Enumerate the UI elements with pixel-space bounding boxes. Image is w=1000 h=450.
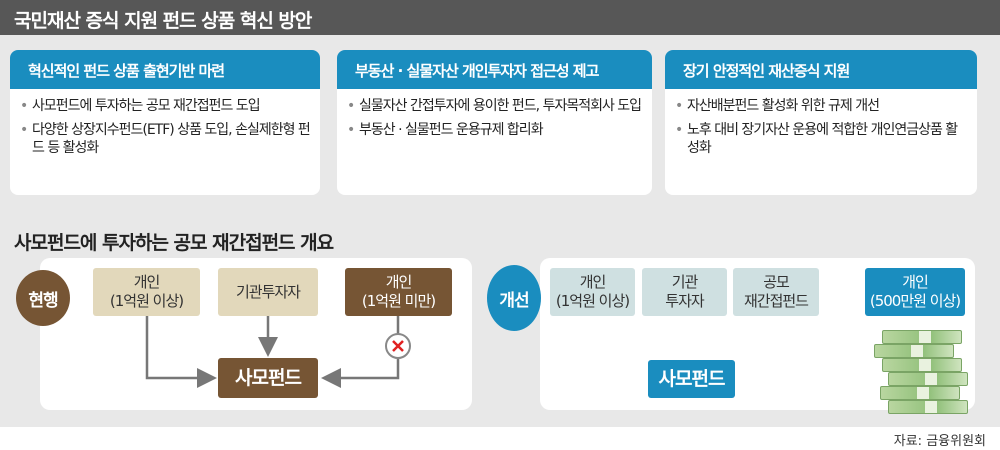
box-sublabel: (1억원 이상) <box>555 292 630 310</box>
box-label: 기관 <box>671 273 699 291</box>
box-sublabel: (500만원 이상) <box>869 292 961 310</box>
box-sublabel: (1억원 이상) <box>109 292 184 310</box>
individual-over-5m-box: 개인(500만원 이상) <box>865 268 965 316</box>
private-fund-box: 사모펀드 <box>648 360 735 398</box>
card-long-term-wealth: 장기 안정적인 재산증식 지원 자산배분펀드 활성화 위한 규제 개선 노후 대… <box>665 50 977 195</box>
box-sublabel: (1억원 미만) <box>361 292 436 310</box>
card-real-asset-access: 부동산 · 실물자산 개인투자자 접근성 제고 실물자산 간접투자에 용이한 펀… <box>337 50 652 195</box>
box-label: 개인 <box>579 273 607 291</box>
improved-label: 개선 <box>487 265 541 331</box>
list-item: 노후 대비 장기자산 운용에 적합한 개인연금상품 활성화 <box>675 121 967 157</box>
list-item: 실물자산 간접투자에 용이한 펀드, 투자목적회사 도입 <box>347 97 642 115</box>
box-label: 개인 <box>133 273 161 291</box>
card-header: 장기 안정적인 재산증식 지원 <box>665 50 977 89</box>
private-fund-box: 사모펀드 <box>218 358 318 398</box>
individual-over-100m-box: 개인(1억원 이상) <box>550 268 635 316</box>
current-label: 현행 <box>16 270 70 326</box>
card-header: 혁신적인 펀드 상품 출현기반 마련 <box>10 50 320 89</box>
list-item: 부동산 · 실물펀드 운용규제 합리화 <box>347 121 642 139</box>
card-fund-innovation: 혁신적인 펀드 상품 출현기반 마련 사모펀드에 투자하는 공모 재간접펀드 도… <box>10 50 320 195</box>
box-label: 기관투자자 <box>235 282 301 301</box>
box-label: 공모 <box>763 273 790 291</box>
box-label: 개인 <box>385 273 413 291</box>
institutional-investor-box: 기관투자자 <box>218 268 318 316</box>
card-header: 부동산 · 실물자산 개인투자자 접근성 제고 <box>337 50 652 89</box>
box-label: 개인 <box>902 273 929 291</box>
box-sublabel: 투자자 <box>665 292 704 310</box>
list-item: 자산배분펀드 활성화 위한 규제 개선 <box>675 97 967 115</box>
list-item: 사모펀드에 투자하는 공모 재간접펀드 도입 <box>20 97 310 115</box>
list-item: 다양한 상장지수펀드(ETF) 상품 도입, 손실제한형 펀드 등 활성화 <box>20 121 311 157</box>
box-sublabel: 재간접펀드 <box>743 292 809 310</box>
page-title: 국민재산 증식 지원 펀드 상품 혁신 방안 <box>0 0 1000 35</box>
money-stack-icon <box>862 322 972 422</box>
source-note: 자료: 금융위원회 <box>893 434 986 449</box>
arrow <box>145 316 217 388</box>
individual-under-100m-box: 개인(1억원 미만) <box>345 268 452 316</box>
section-title: 사모펀드에 투자하는 공모 재간접펀드 개요 <box>14 232 334 254</box>
individual-over-100m-box: 개인(1억원 이상) <box>93 268 200 316</box>
